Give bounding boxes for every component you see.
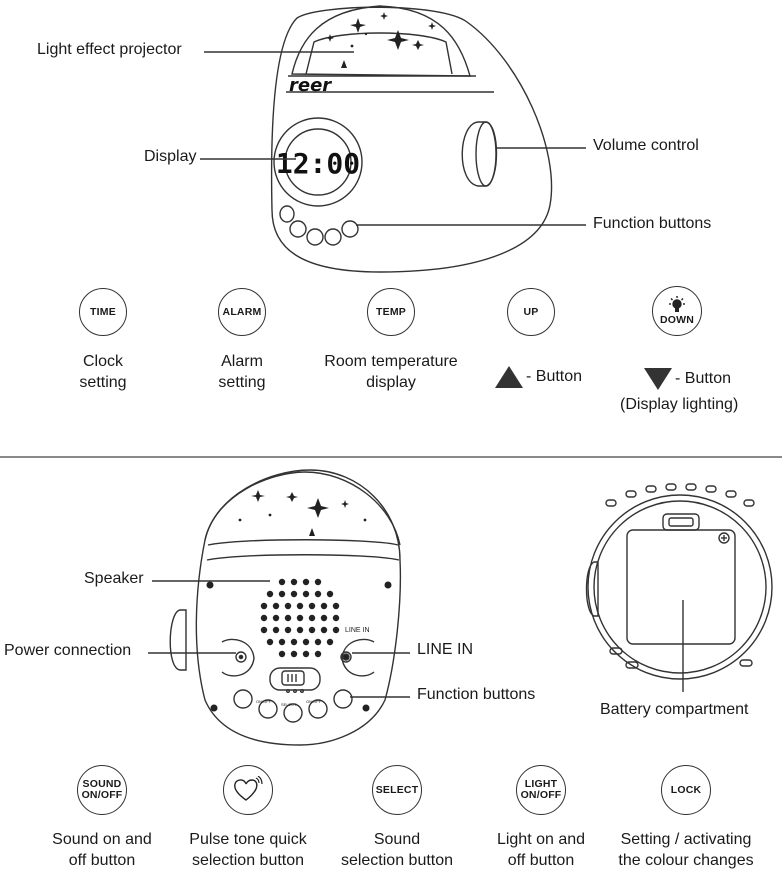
triangle-down-icon <box>644 368 672 390</box>
callout-volume-control: Volume control <box>593 137 699 154</box>
rear-stars <box>238 490 367 536</box>
up-button: UP <box>507 288 555 336</box>
battery-compartment <box>626 529 736 645</box>
pulse-tone-button <box>223 765 273 815</box>
up-button-caption: - Button <box>495 366 582 388</box>
rim-bumps <box>605 483 755 669</box>
rear-projector-dome <box>204 471 401 546</box>
time-button: TIME <box>79 288 127 336</box>
projector-dome <box>291 5 471 77</box>
front-body-outline <box>270 6 553 273</box>
triangle-up-icon <box>495 366 523 388</box>
select-button: SELECT <box>372 765 422 815</box>
lock-button: LOCK <box>661 765 711 815</box>
callout-speaker: Speaker <box>84 570 144 587</box>
rear-function-buttons <box>233 689 353 723</box>
speaker-grille <box>206 578 392 712</box>
display-bezel-inner <box>284 128 352 196</box>
down-button: DOWN <box>652 286 702 336</box>
heart-icon <box>234 776 263 801</box>
rear-device: LINE IN ON/OFF SELECT ON/OFF <box>148 469 410 746</box>
callout-function-buttons-bottom: Function buttons <box>417 686 536 703</box>
battery-housing-outer <box>587 494 773 680</box>
front-device: reer 12:00 <box>200 5 586 273</box>
projector-lens <box>305 32 453 75</box>
rear-button-mark: ON/OFF <box>256 699 272 704</box>
power-jack <box>235 651 247 663</box>
clock-readout: 12:00 <box>276 147 360 180</box>
projector-stars <box>326 12 436 68</box>
callout-display: Display <box>144 148 197 165</box>
callout-light-effect-projector: Light effect projector <box>37 41 182 58</box>
line-in-jack <box>340 651 352 663</box>
callout-line-in: LINE IN <box>417 641 474 658</box>
callout-function-buttons-top: Function buttons <box>593 215 712 232</box>
callout-battery-compartment: Battery compartment <box>600 701 749 718</box>
battery-view <box>585 483 773 692</box>
rear-button-mark: ON/OFF <box>306 699 322 704</box>
rear-button-mark: SELECT <box>281 702 297 707</box>
alarm-button: ALARM <box>218 288 266 336</box>
display-bezel-outer <box>273 117 363 207</box>
down-button-caption-note: (Display lighting) <box>620 396 739 413</box>
callout-power-connection: Power connection <box>4 642 132 659</box>
line-in-mark: LINE IN <box>345 627 370 634</box>
brand-logo: reer <box>289 75 332 96</box>
front-function-buttons <box>279 205 359 246</box>
lightbulb-icon <box>669 296 685 312</box>
down-button-caption: - Button <box>644 368 731 390</box>
temp-button: TEMP <box>367 288 415 336</box>
rear-body-outline <box>195 469 402 746</box>
